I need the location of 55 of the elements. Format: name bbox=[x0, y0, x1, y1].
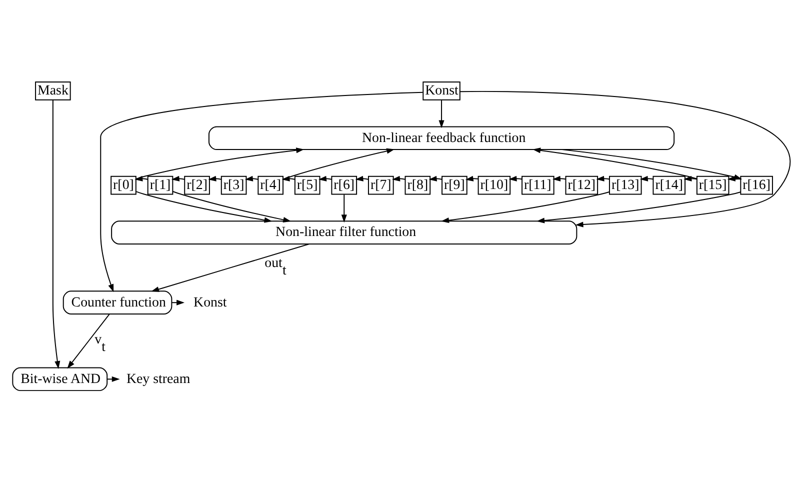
arrow bbox=[136, 147, 304, 179]
node-text: Key stream bbox=[126, 371, 190, 386]
arrow bbox=[552, 175, 566, 181]
arrow bbox=[172, 299, 185, 305]
arrow bbox=[438, 99, 444, 128]
node-box: r[10] bbox=[478, 175, 511, 194]
arrow bbox=[67, 313, 110, 368]
arrow bbox=[392, 175, 406, 181]
node-box: r[5] bbox=[294, 175, 320, 194]
node-box: r[12] bbox=[565, 175, 598, 194]
arrow bbox=[536, 190, 742, 223]
arrow bbox=[100, 91, 424, 292]
node-box: r[2] bbox=[184, 175, 210, 194]
node-box: Bit-wise AND bbox=[12, 366, 108, 391]
arrow bbox=[172, 190, 292, 222]
node-box: r[1] bbox=[147, 175, 174, 194]
arrow bbox=[318, 175, 332, 181]
arrow bbox=[106, 376, 120, 382]
arrow bbox=[134, 175, 148, 181]
arrow bbox=[208, 175, 222, 181]
arrow bbox=[52, 98, 60, 369]
node-box: r[7] bbox=[368, 175, 394, 194]
arrow bbox=[355, 175, 369, 181]
node-box: Non-linear filter function bbox=[111, 220, 578, 244]
node-box: r[0] bbox=[110, 175, 136, 194]
node-box: r[3] bbox=[220, 175, 247, 194]
node-box: r[13] bbox=[608, 175, 642, 194]
arrow bbox=[428, 175, 442, 181]
arrow bbox=[532, 147, 698, 179]
arrow bbox=[465, 175, 478, 181]
node-box: Konst bbox=[422, 80, 460, 100]
node-box: Counter function bbox=[62, 290, 172, 314]
arrow bbox=[282, 175, 296, 181]
arrow bbox=[508, 175, 522, 181]
arrow bbox=[441, 190, 610, 223]
arrow bbox=[151, 243, 310, 292]
node-box: r[16] bbox=[740, 175, 773, 194]
arrow bbox=[171, 175, 186, 181]
arrow bbox=[244, 175, 259, 181]
node-box: r[6] bbox=[331, 175, 358, 194]
arrow bbox=[136, 190, 272, 222]
arrow bbox=[684, 175, 698, 181]
node-box: r[15] bbox=[696, 175, 730, 194]
node-box: r[14] bbox=[652, 175, 686, 194]
node-box: r[9] bbox=[442, 175, 468, 194]
arrow bbox=[640, 175, 654, 181]
node-box: r[8] bbox=[404, 175, 431, 194]
node-box: r[11] bbox=[522, 175, 554, 194]
arrow bbox=[460, 90, 790, 227]
arrow bbox=[596, 175, 610, 181]
node-box: r[4] bbox=[258, 175, 284, 194]
node-text: Konst bbox=[194, 294, 227, 310]
arrow bbox=[341, 194, 347, 222]
node-box: Non-linear feedback function bbox=[208, 126, 675, 150]
node-box: Mask bbox=[35, 80, 71, 100]
